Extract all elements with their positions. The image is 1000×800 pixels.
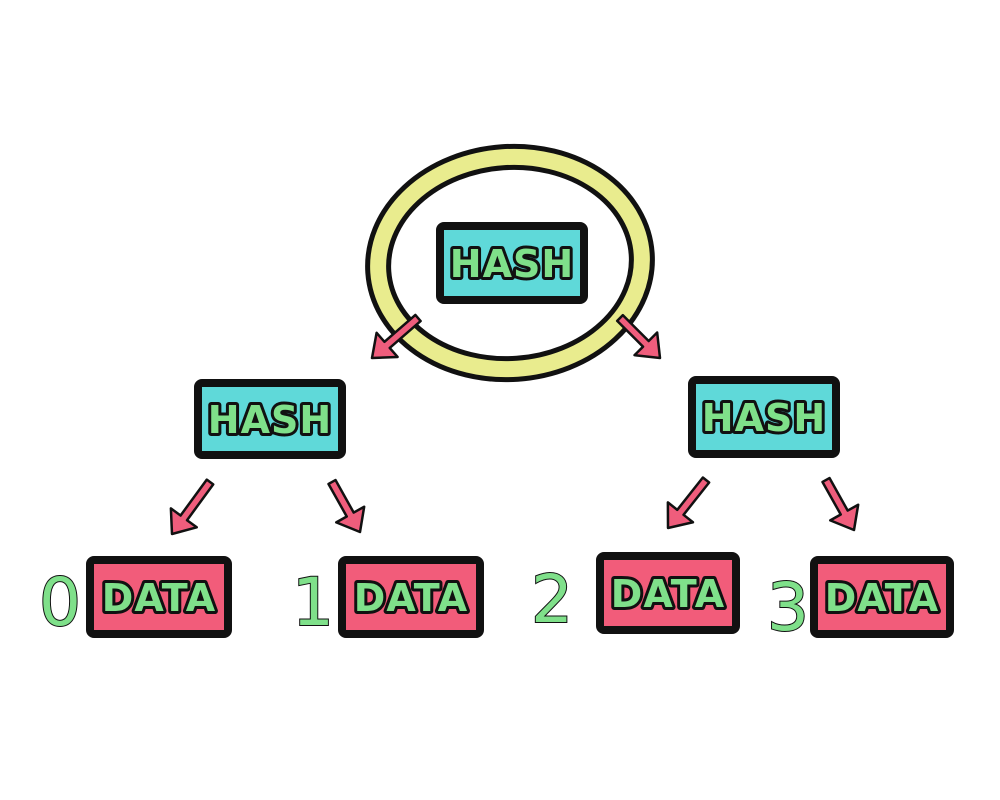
leaf-index-2: 2 bbox=[531, 561, 573, 638]
arrow-left-to-leaf-1 bbox=[327, 478, 366, 534]
leaf-index-3: 3 bbox=[767, 569, 809, 646]
data-leaf-3: 3 DATA bbox=[766, 556, 954, 647]
data-leaf-2: 2 DATA bbox=[530, 552, 740, 639]
data-leaf-0: 0 DATA bbox=[38, 556, 232, 642]
hash-node-right-label: HASH bbox=[702, 396, 826, 440]
leaf-index-0: 0 bbox=[39, 564, 81, 641]
hash-node-left: HASH bbox=[194, 379, 346, 459]
arrow-left-to-leaf-0 bbox=[169, 478, 215, 536]
hash-node-right: HASH bbox=[688, 376, 840, 458]
root-hash-node: HASH bbox=[436, 222, 588, 304]
root-hash-label: HASH bbox=[450, 242, 574, 286]
arrows bbox=[169, 313, 860, 536]
arrow-right-to-leaf-2 bbox=[666, 476, 711, 530]
data-leaf-2-label: DATA bbox=[611, 572, 725, 616]
data-leaf-1-label: DATA bbox=[354, 576, 468, 620]
data-leaf-0-label: DATA bbox=[102, 576, 216, 620]
arrow-right-to-leaf-3 bbox=[821, 476, 860, 532]
arrow-root-to-left bbox=[370, 313, 422, 360]
data-leaf-1: 1 DATA bbox=[291, 556, 484, 642]
hash-node-left-label: HASH bbox=[208, 398, 332, 442]
data-leaf-3-label: DATA bbox=[825, 576, 939, 620]
leaf-index-1: 1 bbox=[292, 564, 334, 641]
arrow-root-to-right bbox=[615, 313, 662, 360]
root-highlight-ring bbox=[365, 143, 655, 383]
